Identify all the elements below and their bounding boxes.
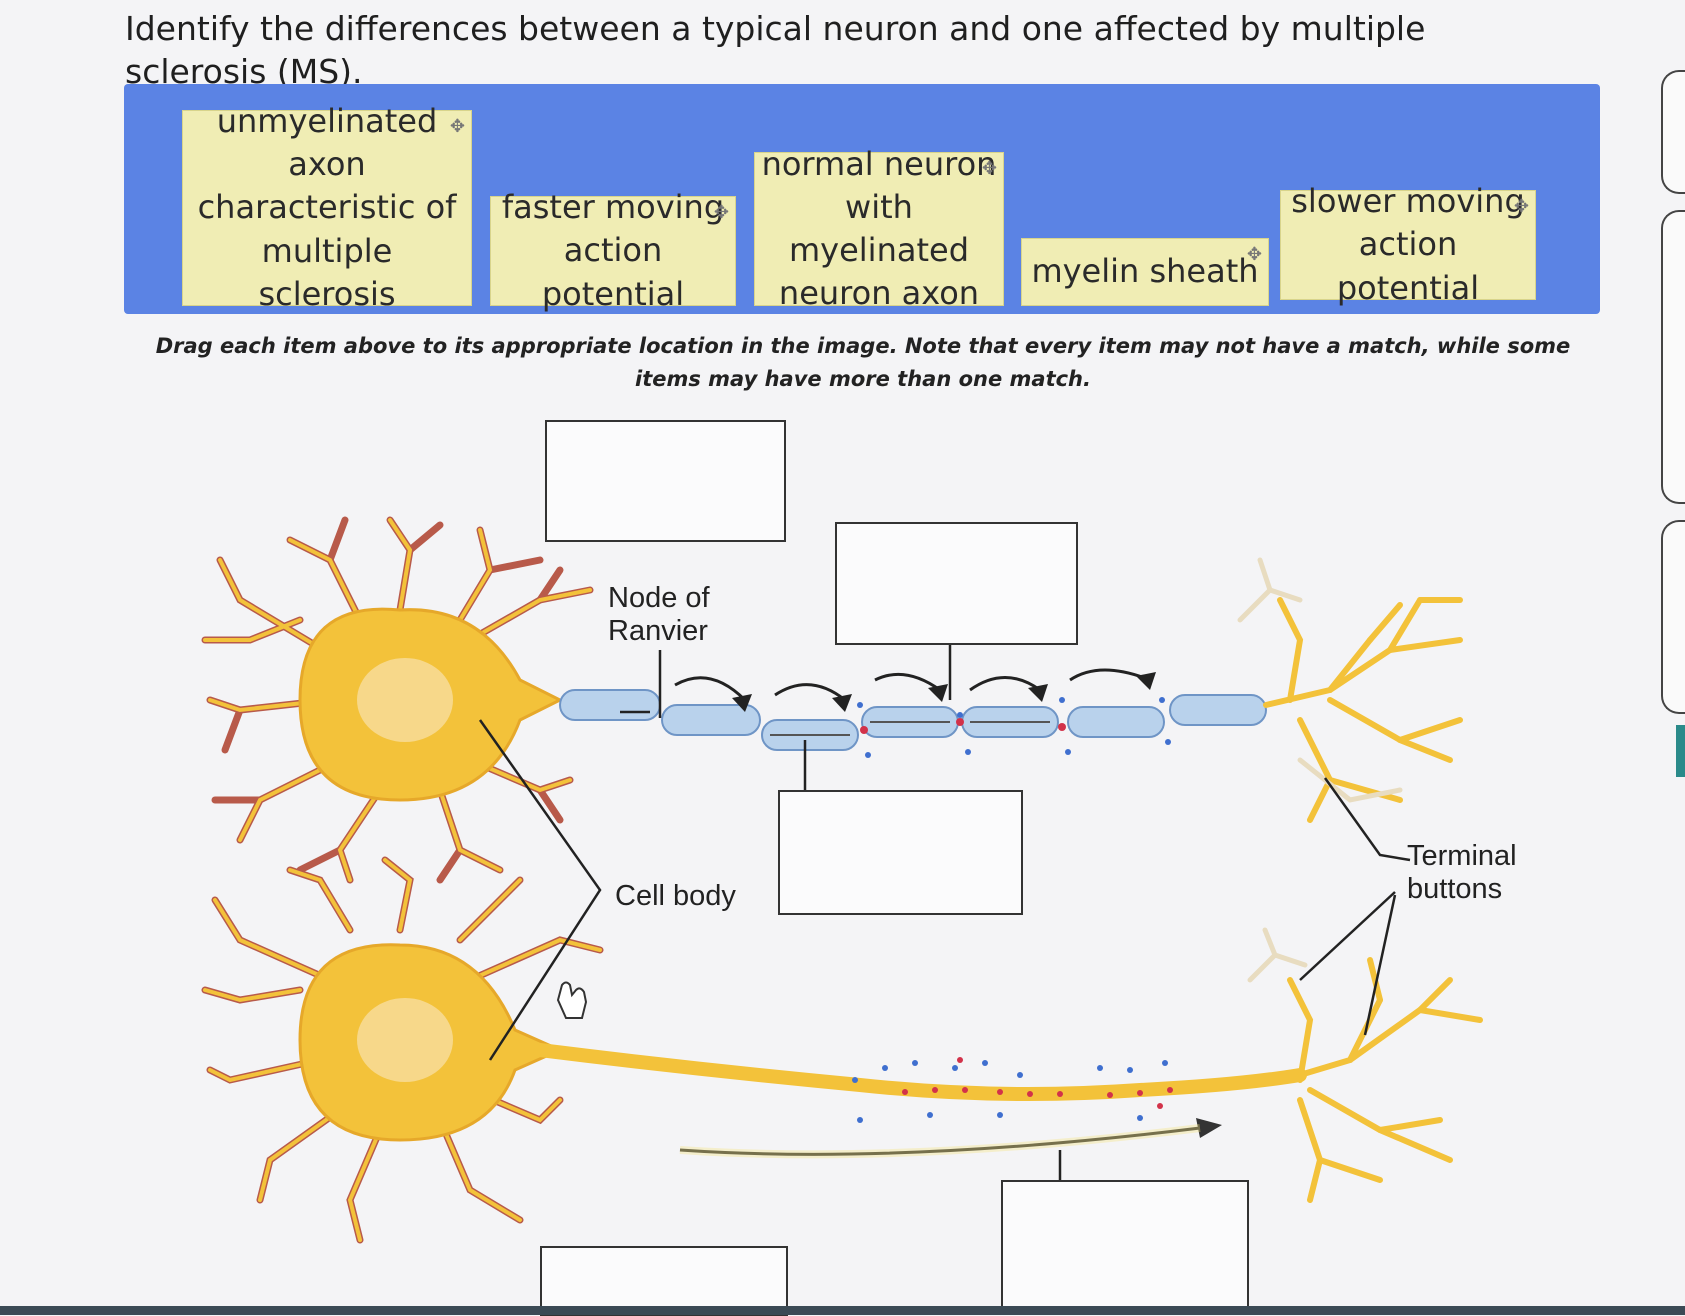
slow-propagation-arrow [679, 1126, 1201, 1156]
label-node-of-ranvier: Node of Ranvier [608, 582, 710, 648]
ion-dots-bottom [852, 1057, 1173, 1123]
drop-zone-2[interactable] [835, 522, 1078, 645]
question-title: Identify the differences between a typic… [125, 9, 1426, 91]
side-tab-accent [1676, 725, 1685, 777]
faint-propagation-glow [679, 1124, 1201, 1159]
move-cross-icon: ✥ [1513, 196, 1529, 217]
ion-dots-red-top [860, 718, 1066, 734]
axon-core-top [770, 721, 1050, 736]
arrow-head-bottom [1196, 1118, 1222, 1138]
terminal-bottom-faint [1247, 927, 1308, 983]
chip-label: normal neuron with myelinated neuron axo… [761, 144, 997, 313]
side-tab[interactable] [1661, 70, 1685, 194]
terminal-top [1263, 597, 1463, 823]
move-cross-icon: ✥ [1246, 244, 1262, 265]
ion-dots-top [857, 697, 1171, 758]
instructions: Drag each item above to its appropriate … [155, 334, 1571, 391]
side-tab[interactable] [1661, 210, 1685, 504]
chip-unmyelinated-axon[interactable]: unmyelinated axon characteristic of mult… [182, 102, 472, 313]
nucleus-bottom [357, 998, 453, 1082]
chip-label: faster moving action potential [501, 188, 725, 313]
chip-slower-action-potential[interactable]: slower moving action potential ✥ [1280, 182, 1536, 307]
leader-lines [478, 645, 1411, 1180]
chip-label: unmyelinated axon characteristic of mult… [197, 102, 457, 313]
drop-zone-4[interactable] [1001, 1180, 1249, 1315]
chip-myelin-sheath[interactable]: myelin sheath ✥ [1021, 238, 1269, 306]
chip-label: slower moving action potential [1291, 182, 1525, 307]
chip-faster-action-potential[interactable]: faster moving action potential ✥ [490, 188, 736, 313]
drop-zone-1[interactable] [545, 420, 786, 542]
move-cross-icon: ✥ [981, 158, 997, 179]
hand-cursor-icon [556, 981, 588, 1019]
drop-zone-3[interactable] [778, 790, 1023, 915]
unmyelinated-axon [533, 1043, 1307, 1101]
label-cell-body: Cell body [615, 880, 736, 912]
chip-normal-neuron[interactable]: normal neuron with myelinated neuron axo… [754, 145, 1004, 312]
nucleus-top [357, 658, 453, 742]
terminal-bottom [1287, 957, 1483, 1203]
bottom-bar [0, 1306, 1685, 1315]
arrow-heads-top [732, 672, 1156, 712]
terminal-top-faint [1237, 557, 1403, 803]
move-cross-icon: ✥ [449, 116, 465, 137]
label-terminal-buttons: Terminal buttons [1407, 840, 1517, 906]
move-cross-icon: ✥ [713, 202, 729, 223]
side-tab[interactable] [1661, 520, 1685, 714]
drop-zone-5[interactable] [540, 1246, 788, 1316]
dendrites-bottom-fill [203, 858, 602, 1242]
chip-label: myelin sheath [1031, 252, 1259, 291]
